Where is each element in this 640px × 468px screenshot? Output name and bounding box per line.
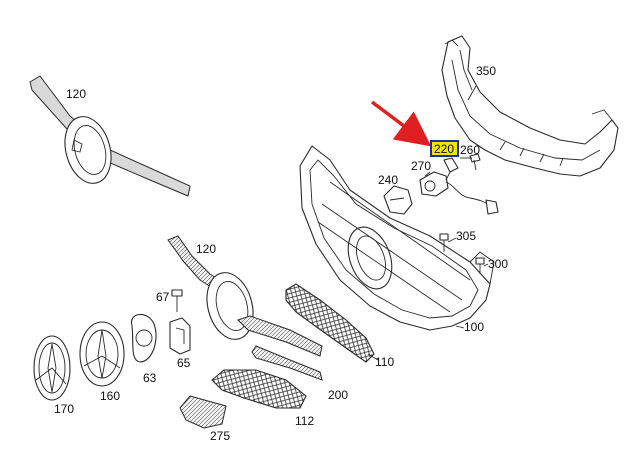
bracket-65 — [169, 317, 191, 355]
highlight-box-220 — [430, 140, 459, 157]
bolt-67 — [171, 289, 183, 312]
label-240: 240 — [378, 173, 398, 187]
screw-300 — [475, 257, 485, 274]
screw-305 — [439, 233, 449, 252]
label-275: 275 — [210, 429, 230, 443]
label-200: 200 — [328, 388, 348, 402]
label-63: 63 — [143, 371, 157, 385]
trim-strip-120-top — [29, 75, 191, 197]
bracket-240 — [383, 185, 413, 215]
grille-frame-100 — [299, 145, 495, 331]
label-270: 270 — [411, 159, 431, 173]
label-112: 112 — [295, 414, 314, 428]
label-120-mid: 120 — [196, 242, 216, 256]
star-emblem-160 — [79, 321, 125, 387]
label-300: 300 — [488, 257, 508, 271]
bracket-275 — [179, 395, 227, 429]
trim-strip-120-mid — [167, 235, 323, 357]
mesh-insert-112 — [211, 369, 307, 409]
leader-lines — [367, 85, 489, 361]
label-67: 67 — [156, 290, 170, 304]
label-120-top: 120 — [66, 87, 86, 101]
label-65: 65 — [177, 356, 191, 370]
label-160: 160 — [100, 389, 120, 403]
label-260: 260 — [460, 143, 480, 157]
bracket-350 — [441, 35, 619, 177]
label-100: 100 — [464, 320, 484, 334]
red-arrow — [370, 100, 432, 147]
label-350: 350 — [476, 64, 496, 78]
label-110: 110 — [375, 355, 394, 369]
label-305: 305 — [456, 229, 476, 243]
screw-260 — [469, 153, 481, 171]
mount-plate-63 — [131, 313, 157, 363]
label-220: 220 — [434, 142, 454, 156]
label-170: 170 — [54, 402, 74, 416]
camera-270 — [419, 157, 499, 215]
star-emblem-170 — [33, 335, 71, 401]
mesh-insert-110 — [285, 283, 375, 363]
trim-strip-200 — [251, 345, 323, 381]
